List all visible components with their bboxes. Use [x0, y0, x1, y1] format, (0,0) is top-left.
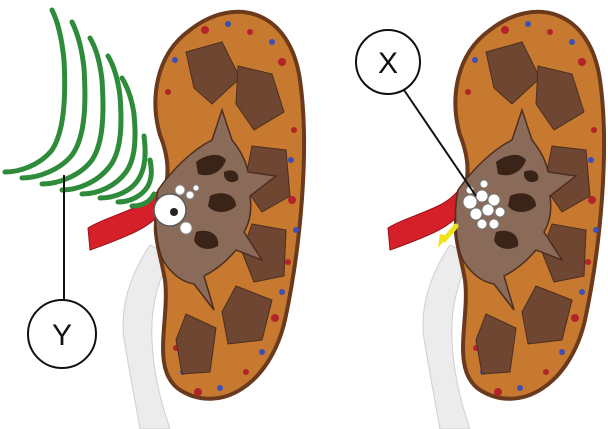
left-kidney: Y [5, 10, 304, 429]
right-kidney: X [356, 12, 604, 429]
callout-label-x: X [378, 47, 398, 80]
shock-wave-icon [5, 10, 154, 206]
callout-label-y: Y [52, 319, 72, 352]
